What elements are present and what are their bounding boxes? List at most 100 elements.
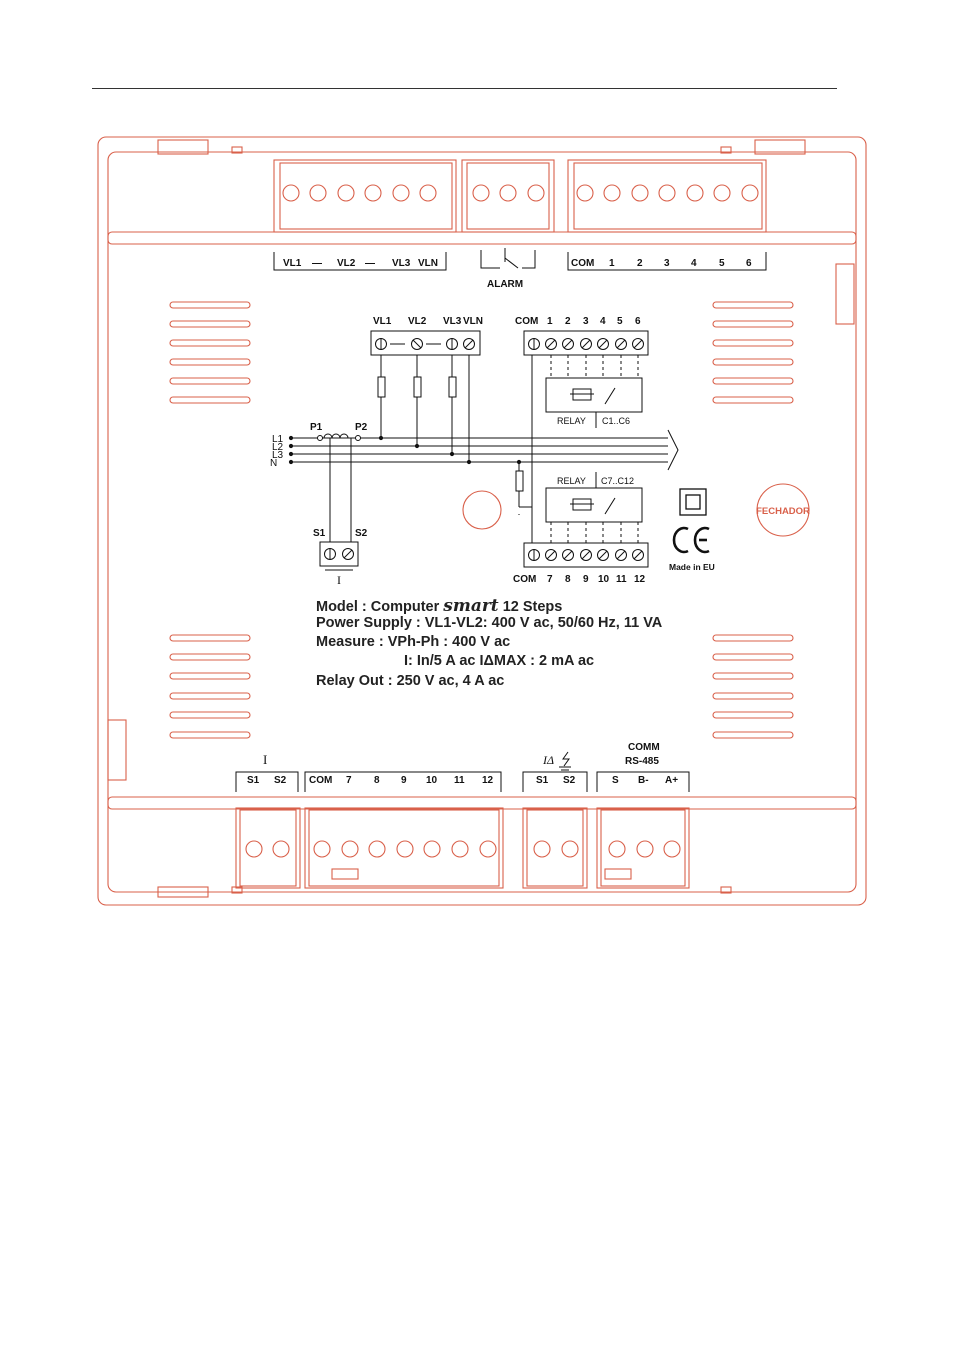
spec-model-brand: smart [443, 596, 499, 616]
relay-bottom-label-8: 8 [565, 574, 571, 585]
screw-hole [603, 184, 621, 202]
label-dash-1: — [312, 258, 322, 269]
screw-slot [598, 339, 608, 349]
screw-hole [658, 184, 676, 202]
screw-hole [451, 840, 469, 858]
relay-bottom-range: C7..C12 [601, 476, 634, 486]
vent-slot [712, 396, 794, 404]
screw-hole [561, 840, 579, 858]
top-output-label-2: 2 [637, 258, 643, 269]
bottom-label-s2: S2 [274, 775, 287, 786]
ct-label-p2: P2 [355, 422, 368, 433]
vent-slot [169, 339, 251, 347]
screw-slot [546, 339, 556, 349]
screw-hole [631, 184, 649, 202]
comm-protocol: RS-485 [625, 756, 659, 767]
screw-hole [499, 184, 517, 202]
terminal-screw [615, 338, 627, 350]
spec-measure-voltage: Measure : VPh-Ph : 400 V ac [316, 634, 511, 650]
schematic-label-vl3: VL3 [443, 316, 462, 327]
housing-outline [97, 136, 867, 906]
top-screw-holes [282, 184, 759, 202]
page-header-rule [92, 88, 837, 89]
bottom-output-label-com: COM [309, 775, 332, 786]
vent-slot [712, 301, 794, 309]
screw-hole [663, 840, 681, 858]
screw-hole [245, 840, 263, 858]
screw-hole [337, 184, 355, 202]
alarm-contact-symbol: ALARM [480, 248, 536, 290]
schematic-label-vl2: VL2 [408, 316, 427, 327]
screw-hole [636, 840, 654, 858]
ventilation-slots [169, 301, 794, 739]
bottom-screw-holes [245, 840, 681, 858]
vent-slot [712, 692, 794, 700]
bottom-output-label-9: 9 [401, 775, 407, 786]
screw-hole [282, 184, 300, 202]
vent-slot [712, 731, 794, 739]
screw-slot [616, 550, 626, 560]
bottom-output-label-8: 8 [374, 775, 380, 786]
leakage-label-s2: S2 [563, 775, 576, 786]
ce-mark-icon [672, 526, 710, 554]
terminal-screw [580, 549, 592, 561]
top-output-label-5: 5 [719, 258, 725, 269]
screw-hole [527, 184, 545, 202]
terminal-screw [580, 338, 592, 350]
spec-model: Model : Computer smart 12 Steps [316, 596, 562, 616]
label-vl3: VL3 [392, 258, 411, 269]
screw-slot [581, 550, 591, 560]
spec-model-prefix: Model : Computer [316, 599, 444, 615]
screw-hole [309, 184, 327, 202]
relay-top-label-6: 6 [635, 316, 641, 327]
relay-bottom-screws [528, 522, 644, 561]
screw-slot [581, 339, 591, 349]
ct-label-s1: S1 [313, 528, 326, 539]
screw-hole [576, 184, 594, 202]
screw-hole [419, 184, 437, 202]
vent-slot [169, 634, 251, 642]
vent-slot [169, 301, 251, 309]
relay-top-label-5: 5 [617, 316, 623, 327]
terminal-screw [562, 549, 574, 561]
screw-hole [713, 184, 731, 202]
alarm-label: ALARM [487, 279, 523, 290]
screw-hole [423, 840, 441, 858]
spec-measure-current: I: In/5 A ac IΔMAX : 2 mA ac [404, 653, 595, 669]
vent-slot [712, 339, 794, 347]
comm-pin-b: B- [638, 775, 649, 786]
comm-title: COMM [628, 742, 660, 753]
vent-slot [712, 634, 794, 642]
top-output-label-com: COM [571, 258, 594, 269]
vent-slot [712, 653, 794, 661]
relay-top-label-4: 4 [600, 316, 606, 327]
screw-hole [364, 184, 382, 202]
screw-hole [272, 840, 290, 858]
screw-hole [608, 840, 626, 858]
terminal-screw [632, 549, 644, 561]
top-output-label-6: 6 [746, 258, 752, 269]
vent-slot [712, 672, 794, 680]
terminal-screw [615, 549, 627, 561]
label-vl2: VL2 [337, 258, 356, 269]
bottom-label-s1: S1 [247, 775, 260, 786]
leakage-label-s1: S1 [536, 775, 549, 786]
relay-top-label-2: 2 [565, 316, 571, 327]
spec-model-suffix: 12 Steps [498, 599, 563, 615]
relay-bottom-label-com: COM [513, 574, 536, 585]
screw-hole [392, 184, 410, 202]
relay-bottom-label: RELAY [557, 476, 586, 486]
screw-hole [472, 184, 490, 202]
screw-hole [686, 184, 704, 202]
relay-bottom-label-10: 10 [598, 574, 610, 585]
top-voltage-terminal-label: VL1 — VL2 — VL3 VLN [273, 252, 447, 271]
fechador-seal: FECHADOR [756, 483, 810, 537]
screw-slot [546, 550, 556, 560]
vent-slot [712, 320, 794, 328]
terminal-screw [545, 338, 557, 350]
terminal-screw [545, 549, 557, 561]
vent-slot [169, 396, 251, 404]
ct-label-s2: S2 [355, 528, 368, 539]
